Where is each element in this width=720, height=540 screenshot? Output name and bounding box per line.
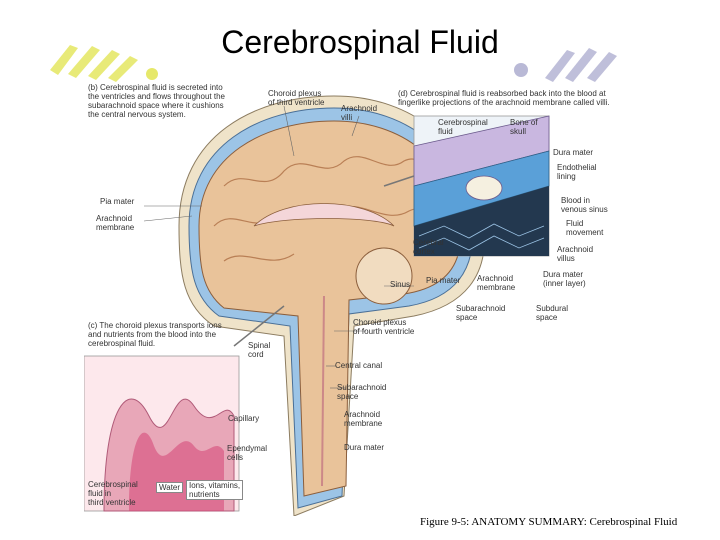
label-choroid-plexus-fourth: Choroid plexus of fourth ventricle (353, 318, 415, 336)
decorative-brush-left (50, 45, 158, 82)
label-csf-d: Cerebrospinal fluid (438, 118, 488, 136)
cerebellum (355, 247, 413, 305)
label-bone-of-skull: Bone of skull (510, 118, 538, 136)
decorative-brush-right (514, 48, 617, 82)
label-pia-mater-d: Pia mater (426, 276, 461, 285)
label-arachnoid-membrane-2: Arachnoid membrane (344, 410, 383, 428)
panel-b-description: (b) Cerebrospinal fluid is secreted into… (88, 83, 225, 119)
label-cerebral-cortex: Cerebral cortex (413, 238, 444, 256)
label-ependymal-cells: Ependymal cells (227, 444, 268, 462)
ventricle (253, 203, 395, 227)
label-arachnoid-membrane: Arachnoid membrane (96, 214, 135, 232)
label-ions-vitamins: Ions, vitamins, nutrients (186, 480, 244, 500)
csf-anatomy-figure (84, 95, 550, 516)
label-dura-mater-outer: Dura mater (553, 148, 594, 157)
label-pia-mater: Pia mater (100, 197, 135, 206)
label-sinus: Sinus (390, 280, 411, 289)
label-subarachnoid-space: Subarachnoid space (337, 383, 387, 401)
label-dura-mater-inner: Dura mater (inner layer) (543, 270, 586, 288)
label-dura-mater: Dura mater (344, 443, 385, 452)
label-capillary: Capillary (228, 414, 260, 423)
label-central-canal: Central canal (335, 361, 383, 370)
label-water: Water (156, 482, 184, 493)
label-csf-third-ventricle: Cerebrospinal fluid in third ventricle (88, 480, 138, 507)
label-fluid-movement: Fluid movement (566, 219, 604, 237)
label-choroid-plexus-third: Choroid plexus of third ventricle (268, 89, 325, 107)
label-subdural-space: Subdural space (536, 304, 569, 322)
label-blood-venous-sinus: Blood in venous sinus (561, 196, 608, 214)
figure-caption: Figure 9-5: ANATOMY SUMMARY: Cerebrospin… (420, 516, 678, 528)
slide-title: Cerebrospinal Fluid (221, 24, 499, 60)
label-endothelial-lining: Endothelial lining (557, 163, 597, 181)
label-spinal-cord: Spinal cord (248, 341, 271, 359)
panel-c-description: (c) The choroid plexus transports ions a… (88, 321, 222, 348)
panel-d-description: (d) Cerebrospinal fluid is reabsorbed ba… (398, 89, 610, 107)
label-subarachnoid-space-d: Subarachnoid space (456, 304, 506, 322)
label-arachnoid-membrane-d: Arachnoid membrane (477, 274, 516, 292)
label-arachnoid-villi: Arachnoid villi (341, 104, 378, 122)
label-arachnoid-villus: Arachnoid villus (557, 245, 594, 263)
